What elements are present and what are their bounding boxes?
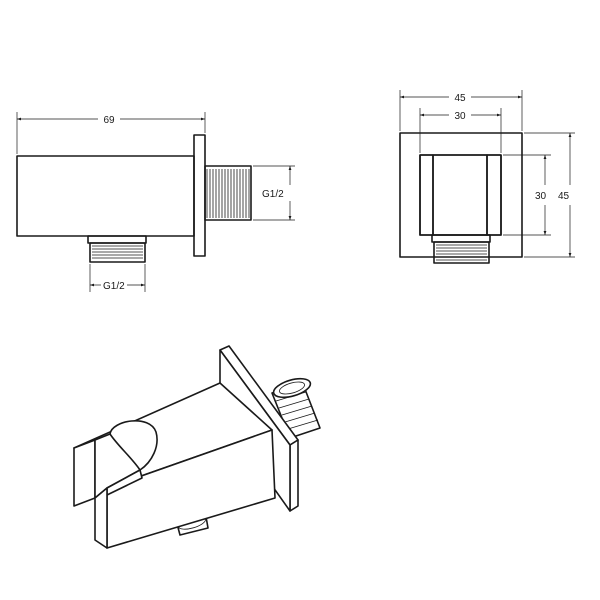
front-inner-square	[419, 154, 502, 236]
front-holder-right-jaw	[486, 154, 502, 236]
dim-outer-height-45: 45	[524, 132, 575, 258]
side-wall-plate	[193, 134, 206, 257]
dim-label-inner-height: 30	[535, 191, 547, 202]
dim-label-bottom-thread: G1/2	[103, 281, 125, 292]
front-holder-left-jaw	[419, 154, 434, 236]
dim-label-69: 69	[103, 115, 115, 126]
dim-label-outer-height: 45	[558, 191, 570, 202]
front-holder-block	[432, 154, 488, 236]
dim-outer-width-45: 45	[399, 90, 523, 131]
side-view: 69 G1/2 G1/2	[16, 112, 295, 292]
dim-label-outlet-thread: G1/2	[262, 189, 284, 200]
dim-bottom-thread: G1/2	[89, 264, 146, 292]
dim-label-outer-width: 45	[454, 93, 466, 104]
iso-holder-cradle	[73, 420, 158, 549]
dim-outlet-thread: G1/2	[253, 165, 295, 221]
front-view: 45 30 30 45	[399, 90, 575, 264]
front-bottom-thread	[431, 234, 491, 264]
isometric-view	[73, 345, 321, 549]
dim-inner-width-30: 30	[419, 108, 502, 153]
dim-label-inner-width: 30	[454, 111, 466, 122]
side-outlet-thread	[204, 165, 252, 221]
side-bottom-thread	[87, 235, 147, 263]
dim-inner-height-30: 30	[503, 154, 551, 236]
side-body	[16, 155, 195, 237]
front-outer-square	[399, 132, 523, 258]
dim-width-69: 69	[16, 112, 206, 154]
